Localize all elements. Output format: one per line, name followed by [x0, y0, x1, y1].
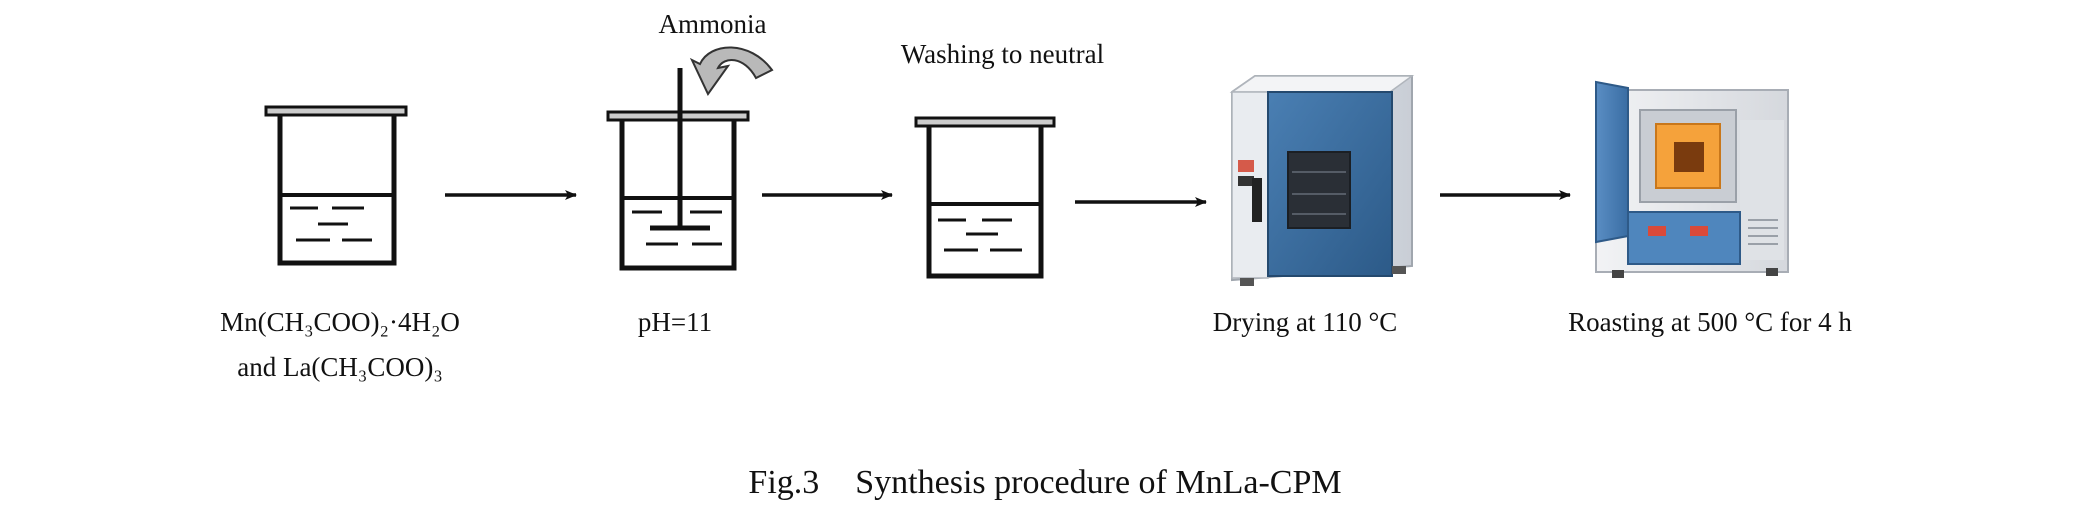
ammonia-label: Ammonia: [658, 9, 767, 39]
beaker-icon: [914, 116, 1056, 279]
drying-oven-icon: [1229, 75, 1415, 286]
beaker-icon: [264, 105, 408, 266]
stirred-beaker-icon: [606, 68, 750, 271]
drying-label: Drying at 110 °C: [1212, 307, 1398, 337]
figure-caption-text: Synthesis procedure of MnLa-CPM: [855, 464, 1342, 501]
figure-caption: Fig.3 Synthesis procedure of MnLa-CPM: [0, 464, 2090, 502]
muffle-furnace-icon: [1595, 80, 1789, 278]
ph-label: pH=11: [637, 307, 713, 337]
figure-number: Fig.3: [748, 464, 820, 501]
washing-label: Washing to neutral: [900, 39, 1105, 69]
curved-arrow-icon: [689, 46, 774, 96]
reagents-label-line2: and La(CH₃COO)₃: [237, 352, 443, 382]
roasting-label: Roasting at 500 °C for 4 h: [1568, 307, 1852, 337]
reagents-label-line1: Mn(CH₃COO)₂·4H₂O: [220, 307, 460, 337]
